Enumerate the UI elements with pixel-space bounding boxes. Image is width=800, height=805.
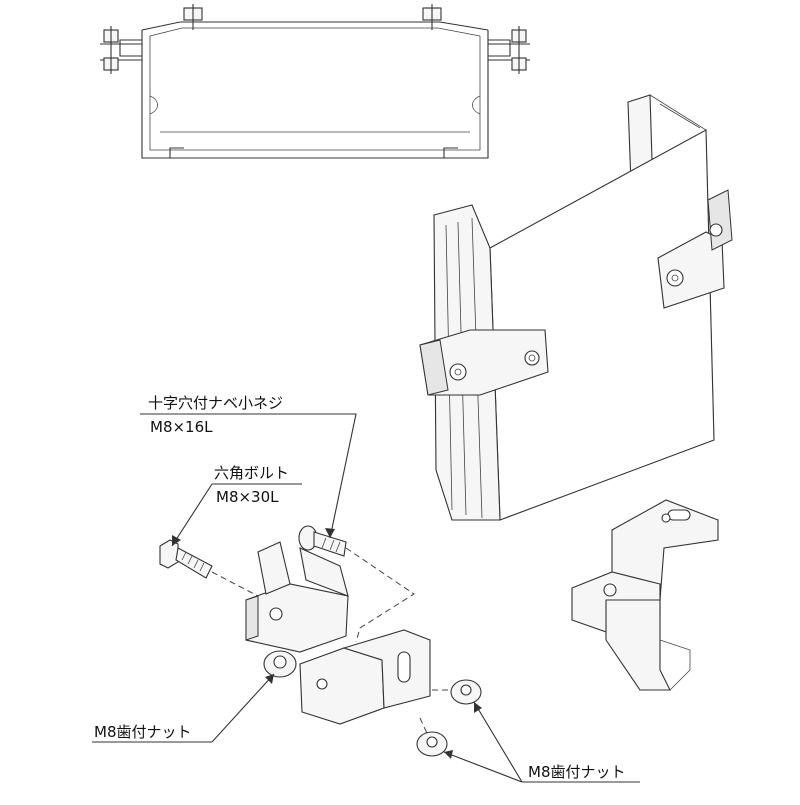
flange-nut-right-lower (416, 731, 448, 757)
hex-bolt (159, 539, 213, 579)
pan-screw-name-label: 十字穴付ナベ小ネジ (148, 394, 283, 412)
channel-cross-section (100, 21, 530, 159)
flange-nut-right-upper (450, 679, 482, 705)
angle-plate (299, 629, 431, 725)
nut-left-label: M8歯付ナット (94, 723, 192, 741)
pan-screw-size-label: M8×16L (150, 418, 213, 436)
top-bolt-right (422, 4, 442, 30)
top-bolt-left (183, 4, 203, 30)
bracket-assembly (571, 499, 719, 691)
hex-bolt-name-label: 六角ボルト (214, 464, 289, 482)
leader-lines (92, 413, 640, 783)
pan-head-screw (298, 525, 347, 557)
flange-bolt-left (103, 26, 119, 74)
nut-right-label: M8歯付ナット (528, 763, 626, 781)
flange-bolt-right (511, 26, 527, 74)
assembly-path-screw (345, 547, 415, 643)
assembly-path-bolt (211, 571, 259, 597)
channel-bracket (245, 541, 349, 653)
flange-nut-left (263, 650, 297, 678)
hex-bolt-size-label: M8×30L (216, 488, 279, 506)
assembled-corner-column (419, 94, 733, 521)
